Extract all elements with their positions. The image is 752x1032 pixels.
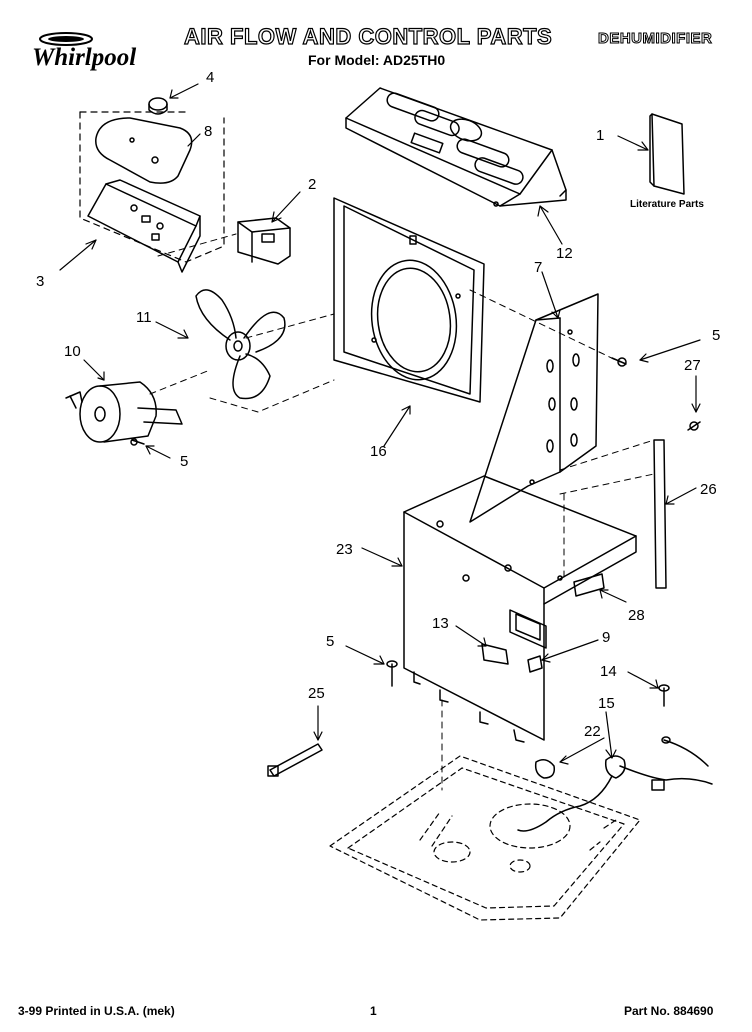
callout-14: 14 [600,663,617,680]
callout-5-left: 5 [326,633,334,650]
control-cover [95,117,193,184]
screw-left [386,660,398,687]
footer-page-number: 1 [370,1004,377,1018]
callout-15: 15 [598,695,615,712]
screw-motor [130,438,145,446]
callout-9: 9 [602,629,610,646]
power-cord [517,736,713,832]
evaporator-bracket [469,293,599,523]
cabinet-base [403,475,637,743]
base-pan [329,755,641,921]
control-housing [87,179,201,273]
callout-25: 25 [308,685,325,702]
callout-22: 22 [584,723,601,740]
appliance-type: DEHUMIDIFIER [597,30,713,48]
callout-23: 23 [336,541,353,558]
top-grille-cover [345,87,567,207]
screw-27 [687,421,701,431]
assembly-leaders [149,233,655,791]
callout-3: 3 [36,273,44,290]
callout-5-right: 5 [712,327,720,344]
footer-part-number: Part No. 884690 [624,1004,714,1018]
callout-arrows [59,83,701,765]
fan-blade [195,289,286,400]
callout-1: 1 [596,127,604,144]
callout-2: 2 [308,176,316,193]
control-guide-box [79,111,225,263]
callout-7: 7 [534,259,542,276]
callout-5-motor: 5 [180,453,188,470]
callout-13: 13 [432,615,449,632]
logo-emblem-icon [39,32,93,46]
cable-tie [267,743,323,777]
literature-booklet [649,113,685,195]
model-line: For Model: AD25TH0 [308,52,446,68]
logo-word: Whirlpool [32,44,137,71]
callout-4: 4 [206,69,214,86]
callout-26: 26 [700,481,717,498]
whirlpool-logo: Whirlpool [22,30,154,74]
footer-printed: 3-99 Printed in U.S.A. (mek) [18,1004,175,1018]
fan-shroud [333,197,485,403]
callout-10: 10 [64,343,81,360]
callout-8: 8 [204,123,212,140]
screw-14 [658,684,670,707]
strain-relief [534,759,556,779]
connector-9 [527,655,543,673]
callout-16: 16 [370,443,387,460]
callout-12: 12 [556,245,573,262]
literature-label: Literature Parts [630,199,704,210]
page-title: AIR FLOW AND CONTROL PARTS [183,23,553,49]
bracket-28 [573,573,605,597]
thermostat [481,643,509,665]
callout-28: 28 [628,607,645,624]
callout-11: 11 [136,309,152,326]
callout-27: 27 [684,357,701,374]
control-knob [148,97,168,115]
switch-component [237,217,291,265]
support-rod [653,439,667,589]
fan-motor [65,381,183,443]
